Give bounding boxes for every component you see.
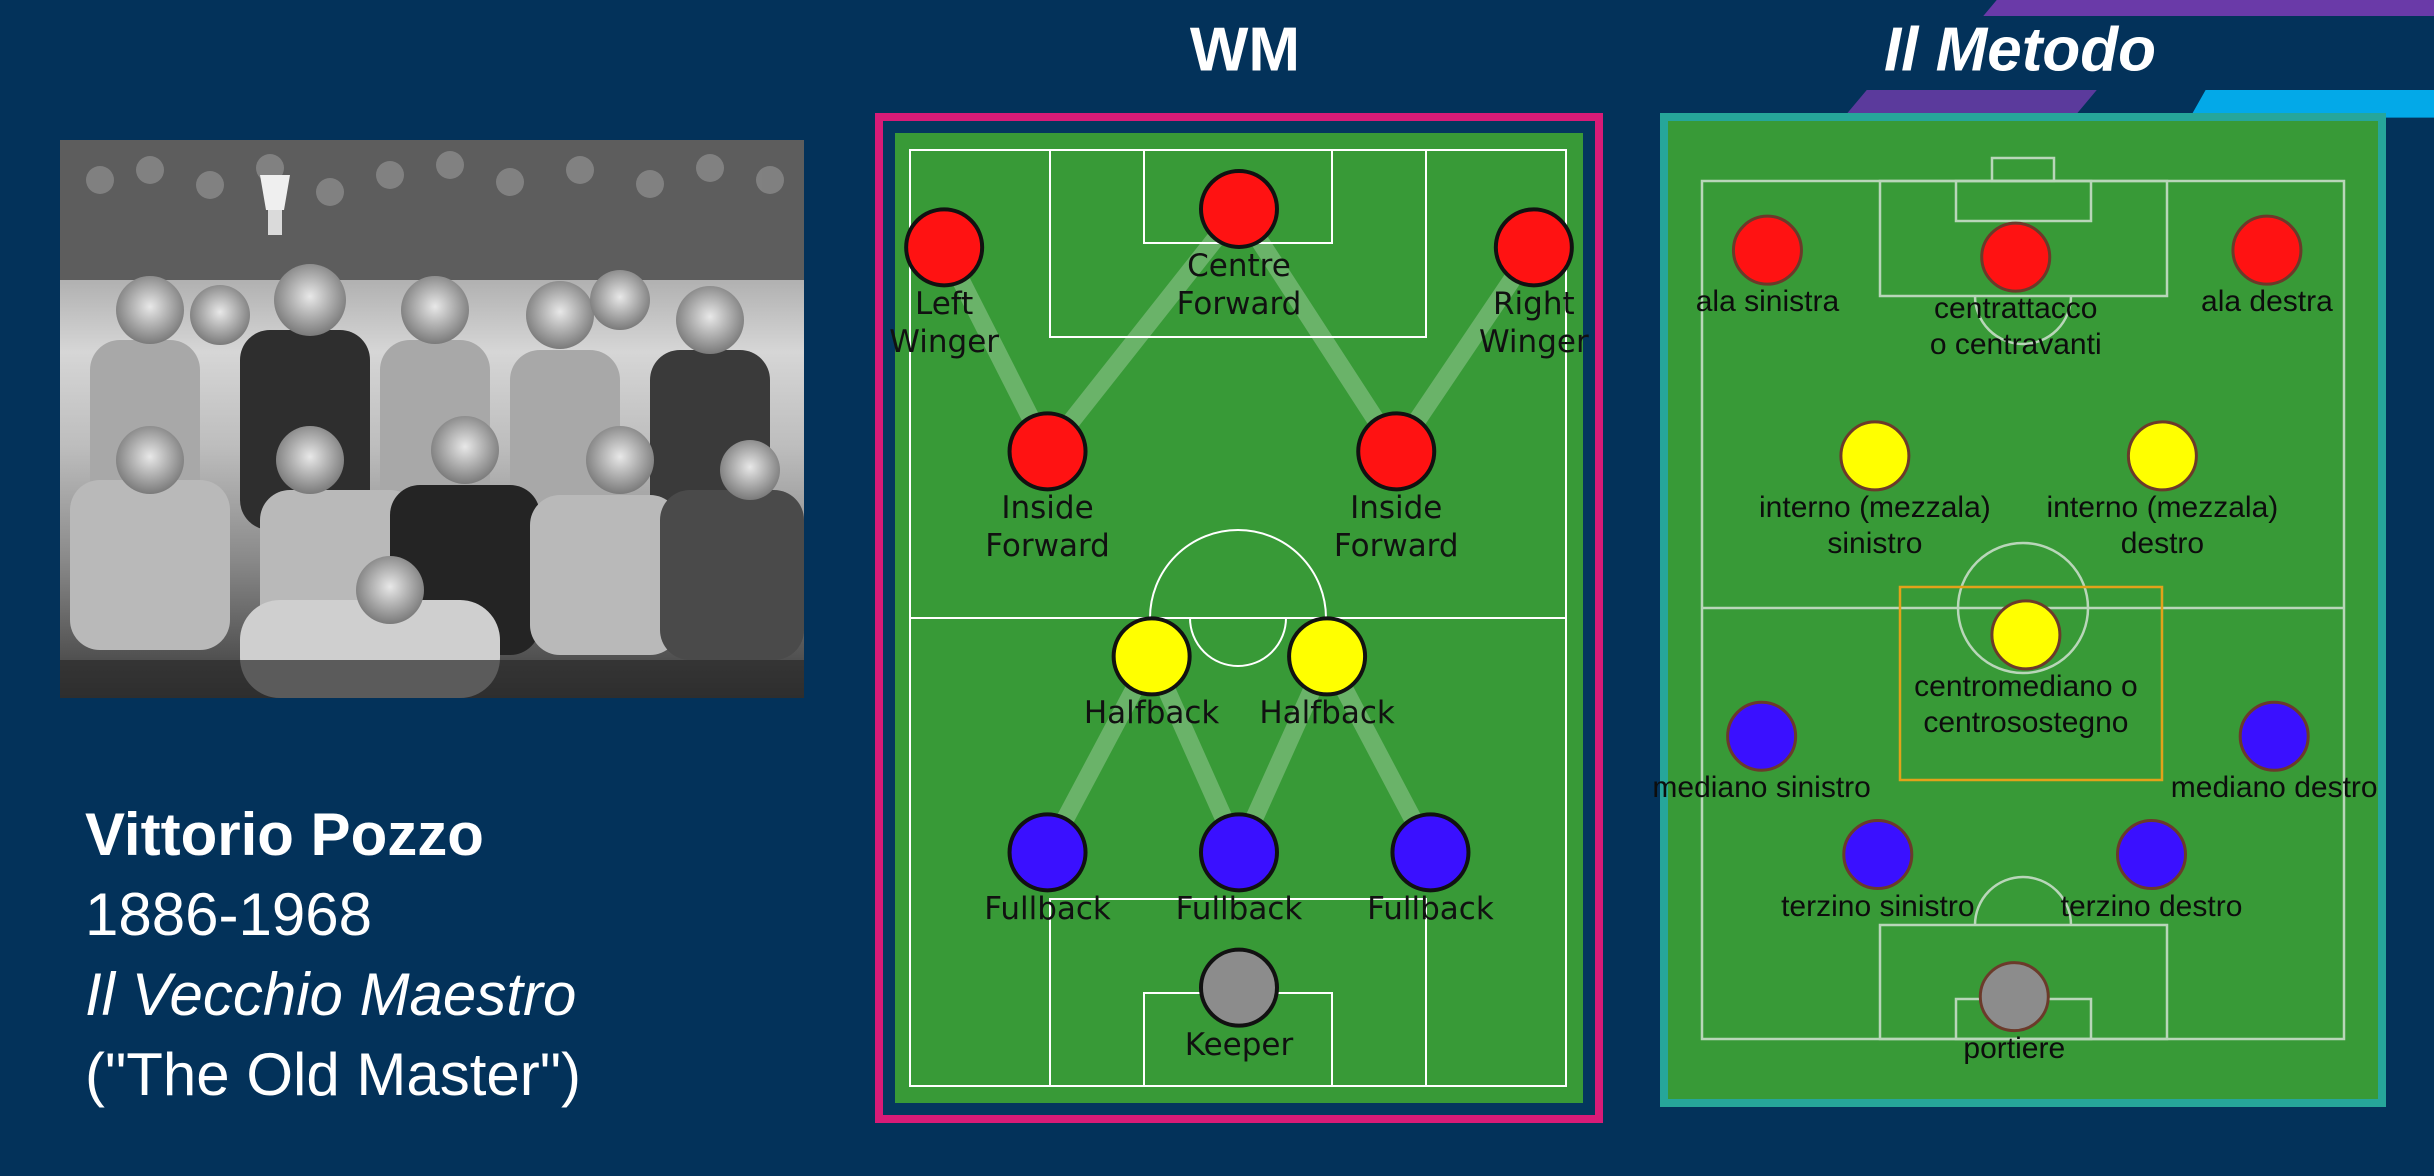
wm-player-forward-marker xyxy=(1201,171,1277,247)
metodo-player-label-line: centrattacco xyxy=(1930,291,2102,327)
metodo-player-label-line: mediano destro xyxy=(2171,770,2378,806)
wm-player-label-line: Left xyxy=(889,285,999,323)
metodo-player-halfback-marker xyxy=(1841,422,1909,490)
metodo-title: Il Metodo xyxy=(1884,15,2156,86)
metodo-player-fullback-marker xyxy=(2118,821,2186,889)
metodo-player-forward-marker xyxy=(1733,216,1801,284)
wm-title: WM xyxy=(1190,15,1300,86)
metodo-player-halfback-marker xyxy=(1992,601,2060,669)
wm-player-label-line: Fullback xyxy=(1367,890,1494,928)
caption-name: Vittorio Pozzo xyxy=(85,800,484,869)
metodo-player-label-line: ala destra xyxy=(2201,284,2333,320)
wm-player-label-line: Forward xyxy=(1334,527,1459,565)
wm-player-label-line: Keeper xyxy=(1185,1026,1293,1064)
wm-player-label: Fullback xyxy=(1367,890,1494,928)
wm-player-forward-marker xyxy=(906,209,982,285)
metodo-player-fullback-marker xyxy=(1728,702,1796,770)
metodo-player-label: mediano sinistro xyxy=(1652,770,1870,806)
metodo-player-fullback-marker xyxy=(1844,821,1912,889)
metodo-player-label-line: centromediano o xyxy=(1914,669,2137,705)
wm-player-halfback-marker xyxy=(1114,618,1190,694)
wm-player-label: Halfback xyxy=(1259,694,1395,732)
wm-player-keeper-marker xyxy=(1201,950,1277,1026)
team-photo xyxy=(60,140,804,698)
wm-player-label-line: Winger xyxy=(889,323,999,361)
metodo-player-label: mediano destro xyxy=(2171,770,2378,806)
metodo-player-label-line: centrosostegno xyxy=(1914,705,2137,741)
wm-player-label-line: Inside xyxy=(1334,489,1459,527)
wm-player-label-line: Winger xyxy=(1479,323,1589,361)
wm-player-label-line: Fullback xyxy=(1176,890,1303,928)
wm-player-label: Fullback xyxy=(984,890,1111,928)
metodo-player-forward-marker xyxy=(1982,223,2050,291)
metodo-player-label-line: interno (mezzala) xyxy=(2047,490,2279,526)
wm-player-label-line: Fullback xyxy=(984,890,1111,928)
metodo-player-label: terzino destro xyxy=(2061,889,2243,925)
caption-nickname: Il Vecchio Maestro xyxy=(85,960,576,1029)
metodo-player-label-line: portiere xyxy=(1963,1031,2065,1067)
wm-player-fullback-marker xyxy=(1010,814,1086,890)
metodo-player-label: interno (mezzala)sinistro xyxy=(1759,490,1991,562)
caption-years: 1886-1968 xyxy=(85,880,372,949)
metodo-player-forward-marker xyxy=(2233,216,2301,284)
metodo-player-label: ala destra xyxy=(2201,284,2333,320)
metodo-player-label-line: ala sinistra xyxy=(1696,284,1839,320)
wm-player-label: Keeper xyxy=(1185,1026,1293,1064)
wm-player-label: Halfback xyxy=(1084,694,1220,732)
metodo-player-label-line: interno (mezzala) xyxy=(1759,490,1991,526)
wm-player-label: Fullback xyxy=(1176,890,1303,928)
wm-player-label-line: Forward xyxy=(1177,285,1302,323)
metodo-player-label-line: mediano sinistro xyxy=(1652,770,1870,806)
wm-player-forward-marker xyxy=(1010,413,1086,489)
caption-translation: ("The Old Master") xyxy=(85,1040,581,1109)
wm-player-halfback-marker xyxy=(1289,618,1365,694)
wm-player-fullback-marker xyxy=(1201,814,1277,890)
metodo-player-label: ala sinistra xyxy=(1696,284,1839,320)
metodo-player-label-line: o centravanti xyxy=(1930,327,2102,363)
wm-player-forward-marker xyxy=(1496,209,1572,285)
wm-player-fullback-marker xyxy=(1392,814,1468,890)
metodo-player-label-line: terzino destro xyxy=(2061,889,2243,925)
metodo-player-keeper-marker xyxy=(1980,963,2048,1031)
wm-player-label-line: Forward xyxy=(985,527,1110,565)
metodo-player-fullback-marker xyxy=(2240,702,2308,770)
metodo-player-label: portiere xyxy=(1963,1031,2065,1067)
wm-player-label-line: Halfback xyxy=(1084,694,1220,732)
wm-player-label-line: Centre xyxy=(1177,247,1302,285)
metodo-player-label-line: destro xyxy=(2047,526,2279,562)
metodo-player-halfback-marker xyxy=(2128,422,2196,490)
metodo-player-label: terzino sinistro xyxy=(1781,889,1974,925)
wm-player-label-line: Halfback xyxy=(1259,694,1395,732)
metodo-pitch xyxy=(1660,113,2386,1107)
wm-player-label-line: Right xyxy=(1479,285,1589,323)
wm-player-forward-marker xyxy=(1358,413,1434,489)
metodo-player-label-line: sinistro xyxy=(1759,526,1991,562)
team-photo-illustration xyxy=(60,140,804,698)
metodo-player-label-line: terzino sinistro xyxy=(1781,889,1974,925)
wm-player-label-line: Inside xyxy=(985,489,1110,527)
metodo-player-label: interno (mezzala)destro xyxy=(2047,490,2279,562)
